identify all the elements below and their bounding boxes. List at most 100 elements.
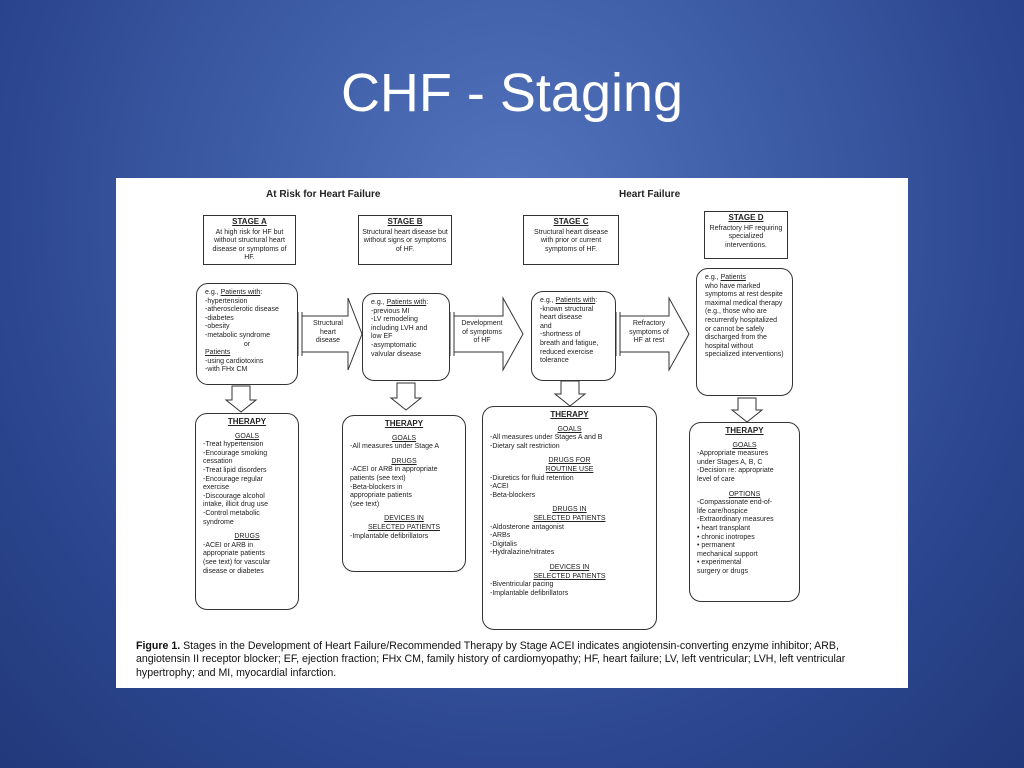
patient-condition-item: -atherosclerotic disease — [205, 306, 279, 314]
patient-condition-item: -metabolic syndrome — [205, 331, 270, 339]
therapy-b-title: THERAPY — [384, 419, 424, 428]
therapy-goal-item: -All measures under Stage A — [350, 443, 440, 451]
patient-condition-item: -shortness of — [540, 331, 581, 339]
therapy-b-goals-title: GOALS — [391, 434, 417, 442]
therapy-drug-item: -ARBs — [490, 532, 511, 540]
patient-condition-item: including LVH and — [371, 324, 428, 332]
therapy-goal-item: -Treat lipid disorders — [203, 466, 267, 474]
therapy-goal-item: -Appropriate measures under Stages A, B,… — [697, 450, 769, 466]
therapy-a-title: THERAPY — [227, 417, 267, 426]
stage-b-box: STAGE B Structural heart disease but wit… — [358, 215, 452, 265]
therapy-drug-item: -Digitalis — [490, 540, 517, 548]
patients-c-box: e.g., Patients with: -known structural h… — [531, 291, 616, 381]
therapy-goal-item: -Encourage regular exercise — [203, 475, 263, 492]
therapy-d-title: THERAPY — [725, 426, 764, 435]
transition-bc-label: Development of symptoms of HF — [461, 320, 503, 345]
therapy-a-box: THERAPY GOALS -Treat hypertension-Encour… — [195, 413, 299, 610]
therapy-c-goals-title: GOALS — [557, 425, 582, 433]
down-arrow-a — [224, 385, 258, 413]
therapy-device-item: -Biventricular pacing — [490, 581, 554, 589]
therapy-goal-item: -Discourage alcohol intake, illicit drug… — [203, 492, 268, 509]
patients-a-or: or — [243, 340, 251, 348]
therapy-goal-item: -Dietary salt restriction — [490, 442, 560, 450]
connector-arrows — [224, 296, 764, 423]
patients-c-prefix: e.g., — [540, 297, 556, 304]
stage-c-box: STAGE C Structural heart disease with pr… — [523, 215, 619, 265]
therapy-c-routine-title: DRUGS FOR ROUTINE USE — [545, 457, 594, 473]
patients-d-label: Patients — [720, 274, 746, 281]
therapy-drug-item: -Beta-blockers — [490, 491, 536, 499]
therapy-goal-item: -Decision re: appropriate level of care — [697, 467, 774, 483]
stage-b-name: STAGE B — [387, 217, 423, 226]
therapy-goal-item: -Treat hypertension — [203, 441, 264, 449]
therapy-device-item: -Implantable defibrillators — [490, 589, 569, 597]
therapy-goal-item: -All measures under Stages A and B — [490, 434, 603, 442]
patients-a-box: e.g., Patients with: -hypertension-ather… — [196, 283, 298, 385]
header-at-risk: At Risk for Heart Failure — [266, 189, 381, 200]
patients-b-suffix: : — [426, 299, 429, 306]
patients-b-box: e.g., Patients with: -previous MI-LV rem… — [362, 293, 450, 381]
patients-b-prefix: e.g., — [371, 299, 387, 306]
therapy-b-drugs-title: DRUGS — [391, 457, 417, 465]
stage-a-name: STAGE A — [232, 217, 267, 226]
patients-a-label2: Patients — [205, 349, 231, 357]
therapy-d-goals-title: GOALS — [732, 441, 757, 449]
arrow-c-to-d — [619, 296, 690, 372]
therapy-drug-item: -ACEI or ARB in appropriate patients (se… — [203, 541, 271, 575]
figure-caption: Figure 1. Stages in the Development of H… — [136, 640, 896, 680]
down-arrow-b — [389, 382, 423, 411]
arrow-a-to-b — [301, 297, 363, 371]
therapy-drug-item: -Hydralazine/nitrates — [490, 549, 555, 557]
therapy-drug-item: -Beta-blockers in appropriate patients (… — [350, 483, 412, 508]
arrow-b-to-c — [453, 296, 524, 372]
therapy-drug-item: -Aldosterone antagonist — [490, 523, 564, 531]
stage-d-desc: Refractory HF requiring specialized inte… — [709, 224, 783, 249]
patient-condition-item: reduced exercise — [540, 348, 594, 356]
patient-condition-item: heart disease — [540, 314, 583, 322]
patients-a-label: Patients with — [220, 289, 261, 296]
patient-condition-item: breath and fatigue, — [540, 339, 599, 347]
therapy-device-item: -Implantable defibrillators — [350, 532, 429, 540]
stage-a-box: STAGE A At high risk for HF but without … — [203, 215, 296, 265]
patient-condition-item: -using cardiotoxins — [205, 357, 264, 365]
therapy-drug-item: -Diuretics for fluid retention — [490, 474, 574, 482]
patients-d-text: who have marked symptoms at rest despite… — [705, 282, 784, 359]
patient-condition-item: -with FHx CM — [205, 366, 248, 374]
caption-label: Figure 1. — [136, 640, 181, 652]
patients-d-box: e.g., Patients who have marked symptoms … — [696, 268, 793, 396]
therapy-option-item: -Compassionate end-of- life care/hospice — [697, 499, 773, 515]
patients-d-prefix: e.g., — [705, 274, 721, 281]
therapy-b-box: THERAPY GOALS -All measures under Stage … — [342, 415, 466, 572]
therapy-drug-item: -ACEI or ARB in appropriate patients (se… — [350, 466, 438, 482]
staging-figure: At Risk for Heart Failure Heart Failure … — [116, 178, 908, 688]
therapy-drug-item: -ACEI — [490, 483, 509, 491]
patients-c-label: Patients with — [555, 297, 596, 304]
patient-condition-item: -obesity — [205, 323, 230, 331]
therapy-d-options-title: OPTIONS — [728, 490, 761, 498]
patients-a-prefix: e.g., — [205, 289, 221, 296]
transition-cd-label: Refractory symptoms of HF at rest — [629, 320, 669, 345]
therapy-c-devices-title: DEVICES IN SELECTED PATIENTS — [533, 563, 606, 580]
therapy-a-drugs-title: DRUGS — [234, 533, 260, 541]
patient-condition-item: low EF — [371, 333, 393, 341]
stage-d-box: STAGE D Refractory HF requiring speciali… — [704, 211, 788, 259]
patients-c-suffix: : — [595, 297, 598, 304]
therapy-option-item: • heart transplant — [697, 524, 751, 532]
stage-d-name: STAGE D — [728, 213, 764, 222]
patient-condition-item: -previous MI — [371, 307, 410, 315]
stage-b-desc: Structural heart disease but without sig… — [362, 228, 448, 253]
patients-a-suffix: : — [260, 289, 263, 296]
therapy-c-box: THERAPY GOALS -All measures under Stages… — [482, 406, 657, 630]
therapy-b-devices-title: DEVICES IN SELECTED PATIENTS — [367, 515, 441, 531]
patient-condition-item: -hypertension — [205, 297, 248, 305]
therapy-option-item: -Extraordinary measures — [697, 516, 774, 524]
transition-ab-label: Structural heart disease — [313, 320, 343, 345]
therapy-c-title: THERAPY — [550, 410, 589, 419]
stage-c-name: STAGE C — [553, 217, 589, 226]
patient-condition-item: and — [540, 322, 552, 330]
patient-condition-item: -LV remodeling — [371, 316, 418, 324]
therapy-option-item: • experimental surgery or drugs — [697, 559, 748, 575]
patient-condition-item: valvular disease — [371, 350, 422, 358]
patients-b-label: Patients with — [386, 299, 427, 306]
patient-condition-item: tolerance — [540, 357, 569, 365]
